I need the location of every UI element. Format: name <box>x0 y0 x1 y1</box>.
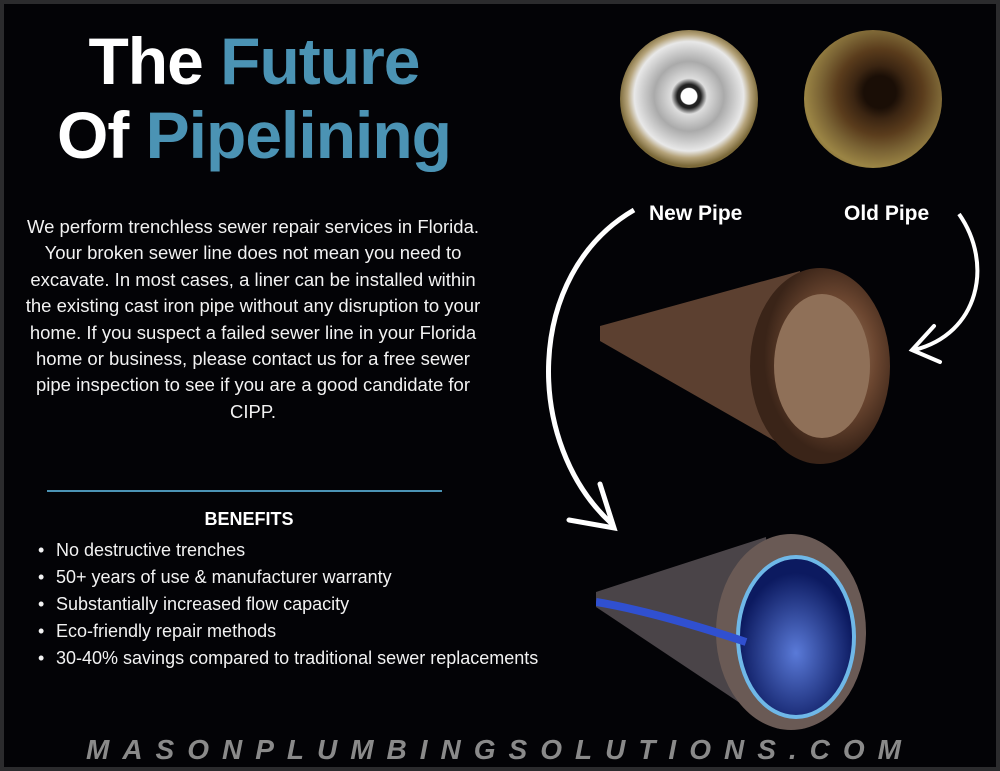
lined-pipe-image <box>596 534 866 730</box>
arrow-old-pipe-icon <box>913 212 980 352</box>
benefits-heading: BENEFITS <box>204 509 294 529</box>
old-cast-iron-pipe-image <box>600 268 890 464</box>
list-item: 50+ years of use & manufacturer warranty <box>34 564 538 591</box>
old-pipe-image <box>804 30 942 168</box>
list-item: Eco-friendly repair methods <box>34 618 538 645</box>
list-item: No destructive trenches <box>34 537 538 564</box>
title-accent: Pipelining <box>145 98 452 172</box>
title-white: Of <box>56 98 129 172</box>
page-title: The Future Of Pipelining <box>4 24 504 172</box>
title-accent: Future <box>220 24 420 98</box>
old-pipe-label: Old Pipe <box>844 202 930 225</box>
description: We perform trenchless sewer repair servi… <box>25 216 481 422</box>
new-pipe-image <box>620 30 758 168</box>
list-item: 30-40% savings compared to traditional s… <box>34 645 538 672</box>
new-pipe-label: New Pipe <box>649 202 743 225</box>
website-footer: MASONPLUMBINGSOLUTIONS.COM <box>86 734 914 765</box>
list-item: Substantially increased flow capacity <box>34 591 538 618</box>
divider <box>47 490 442 492</box>
title-white: The <box>88 24 203 98</box>
benefits-list: No destructive trenches 50+ years of use… <box>34 537 538 672</box>
infographic: The Future Of Pipelining We perform tren… <box>4 4 996 767</box>
